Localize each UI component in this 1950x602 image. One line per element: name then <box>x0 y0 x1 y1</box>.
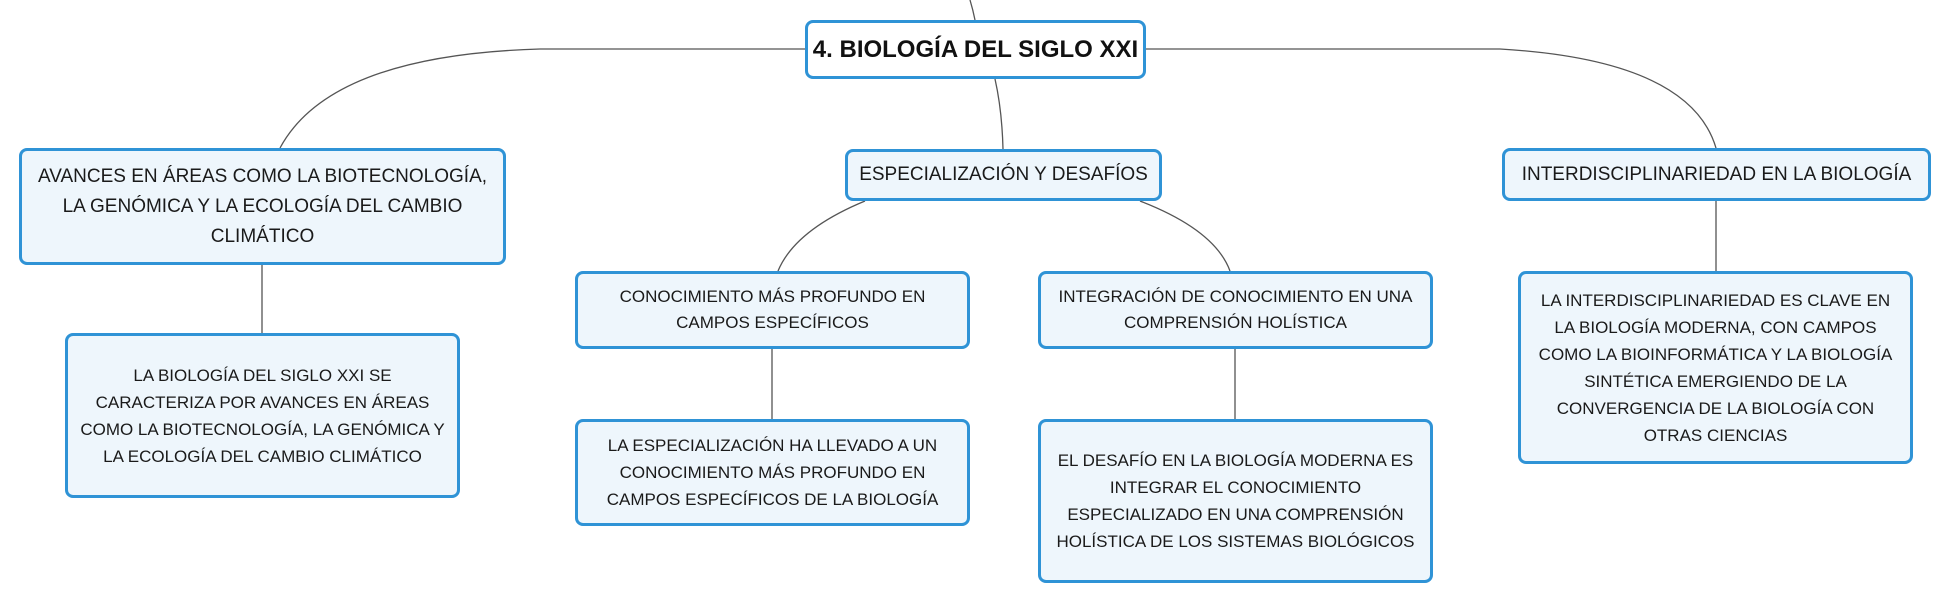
root-node[interactable]: 4. BIOLOGÍA DEL SIGLO XXI <box>805 20 1146 79</box>
leaf-node-especializacion[interactable]: LA ESPECIALIZACIÓN HA LLEVADO A UN CONOC… <box>575 419 970 526</box>
connector-root-branch-2 <box>994 78 1004 150</box>
connector-parent-root <box>969 0 976 21</box>
branch-label: AVANCES EN ÁREAS COMO LA BIOTECNOLOGÍA, … <box>37 165 488 247</box>
leaf-node-desafio[interactable]: EL DESAFÍO EN LA BIOLOGÍA MODERNA ES INT… <box>1038 419 1433 583</box>
root-label: 4. BIOLOGÍA DEL SIGLO XXI <box>812 35 1139 63</box>
connector-root-branch-1 <box>279 48 805 149</box>
sub-label: CONOCIMIENTO MÁS PROFUNDO EN CAMPOS ESPE… <box>619 287 926 332</box>
sub-node-conocimiento-profundo[interactable]: CONOCIMIENTO MÁS PROFUNDO EN CAMPOS ESPE… <box>575 271 970 349</box>
branch-node-interdisciplinariedad[interactable]: INTERDISCIPLINARIEDAD EN LA BIOLOGÍA <box>1502 148 1931 201</box>
branch-node-especializacion[interactable]: ESPECIALIZACIÓN Y DESAFÍOS <box>845 149 1162 201</box>
connector-root-branch-3 <box>1146 48 1717 149</box>
sub-label: INTEGRACIÓN DE CONOCIMIENTO EN UNA COMPR… <box>1058 287 1413 332</box>
leaf-node-biologia-siglo-xxi[interactable]: LA BIOLOGÍA DEL SIGLO XXI SE CARACTERIZA… <box>65 333 460 498</box>
leaf-label: LA ESPECIALIZACIÓN HA LLEVADO A UN CONOC… <box>606 436 939 509</box>
sub-node-integracion-conocimiento[interactable]: INTEGRACIÓN DE CONOCIMIENTO EN UNA COMPR… <box>1038 271 1433 349</box>
connector-branch-2-sub-2 <box>1139 200 1231 272</box>
leaf-label: LA BIOLOGÍA DEL SIGLO XXI SE CARACTERIZA… <box>80 365 445 466</box>
leaf-label: LA INTERDISCIPLINARIEDAD ES CLAVE EN LA … <box>1538 290 1893 445</box>
connector-branch-2-sub-1 <box>777 200 866 272</box>
leaf-label: EL DESAFÍO EN LA BIOLOGÍA MODERNA ES INT… <box>1056 451 1415 551</box>
branch-node-avances[interactable]: AVANCES EN ÁREAS COMO LA BIOTECNOLOGÍA, … <box>19 148 506 265</box>
branch-label: INTERDISCIPLINARIEDAD EN LA BIOLOGÍA <box>1521 163 1912 185</box>
leaf-node-interdisciplinariedad[interactable]: LA INTERDISCIPLINARIEDAD ES CLAVE EN LA … <box>1518 271 1913 464</box>
branch-label: ESPECIALIZACIÓN Y DESAFÍOS <box>859 164 1148 185</box>
